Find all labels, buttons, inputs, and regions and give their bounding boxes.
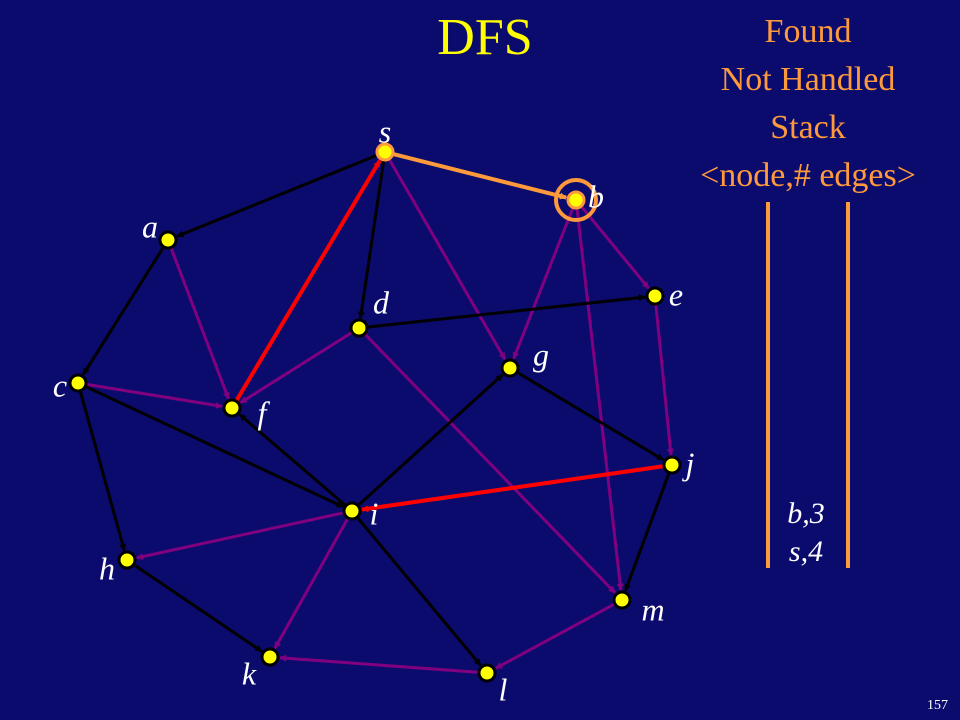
highlight-ring — [554, 178, 598, 222]
node-e: e — [645, 276, 683, 312]
edge-b-g — [512, 206, 575, 360]
node-label-c: c — [53, 367, 67, 403]
node-label-k: k — [242, 655, 257, 691]
edge-s-d — [357, 159, 386, 319]
node-s: s — [375, 113, 395, 162]
node-label-s: s — [379, 113, 391, 149]
node-label-b: b — [588, 178, 604, 214]
node-d: d — [349, 284, 390, 338]
node-label-h: h — [99, 550, 115, 586]
node-dot-m — [612, 590, 632, 610]
node-label-a: a — [142, 208, 158, 244]
page-number: 157 — [927, 698, 948, 713]
node-dot-l — [477, 663, 497, 683]
node-label-m: m — [641, 591, 664, 627]
edge-c-i — [84, 385, 344, 509]
slide-title: DFS — [437, 9, 533, 66]
edge-s-a — [176, 153, 379, 238]
edge-a-f — [169, 246, 230, 400]
node-dot-i — [342, 501, 362, 521]
node-j: j — [662, 445, 695, 481]
node-dot-j — [662, 455, 682, 475]
node-l: l — [477, 663, 508, 707]
node-label-l: l — [499, 671, 508, 707]
node-label-g: g — [533, 336, 549, 372]
node-dot-e — [645, 286, 665, 306]
node-g: g — [500, 336, 549, 378]
node-dot-s — [375, 142, 395, 162]
edge-d-m — [363, 332, 617, 594]
legend-not-handled: Not Handled — [720, 61, 896, 98]
node-dot-b — [566, 190, 586, 210]
node-k: k — [242, 647, 280, 691]
edge-m-l — [495, 602, 616, 670]
node-dot-d — [349, 318, 369, 338]
node-label-d: d — [373, 284, 390, 320]
node-b: b — [554, 178, 604, 222]
node-c: c — [53, 367, 88, 403]
nodes-layer: s a b c d e f g h i j k l m — [53, 113, 695, 707]
edge-i-h — [136, 511, 345, 560]
node-dot-h — [117, 550, 137, 570]
edge-i-f — [238, 413, 347, 507]
legend-node-edges: <node,# edges> — [700, 157, 916, 194]
legend-stack: Stack — [770, 109, 846, 146]
edge-b-m — [575, 207, 624, 591]
edge-d-e — [366, 294, 646, 329]
node-i: i — [342, 495, 379, 531]
edge-c-h — [78, 390, 127, 552]
edges-layer — [78, 152, 674, 674]
edge-c-f — [85, 382, 223, 409]
node-label-j: j — [682, 445, 695, 481]
edge-g-j — [516, 370, 665, 462]
node-dot-k — [260, 647, 280, 667]
edge-i-g — [356, 373, 504, 507]
edge-j-i — [361, 464, 665, 513]
node-dot-f — [222, 398, 242, 418]
edge-s-b — [392, 152, 567, 200]
stack-entry-1: b,3 — [787, 497, 825, 530]
edge-e-j — [654, 303, 674, 456]
legend-found: Found — [764, 13, 852, 50]
edge-d-f — [239, 330, 354, 404]
node-a: a — [142, 208, 178, 250]
node-label-i: i — [370, 495, 379, 531]
edge-h-k — [132, 563, 263, 653]
edge-b-e — [579, 205, 650, 290]
node-dot-a — [158, 230, 178, 250]
node-dot-g — [500, 358, 520, 378]
stack-entry-2: s,4 — [788, 535, 824, 568]
edge-l-k — [279, 654, 480, 674]
edge-s-g — [387, 158, 507, 361]
edge-a-c — [82, 245, 166, 376]
edge-j-m — [624, 471, 671, 592]
edge-i-l — [355, 516, 482, 667]
node-label-f: f — [258, 394, 271, 430]
node-m: m — [612, 590, 665, 627]
node-h: h — [99, 550, 137, 586]
node-label-e: e — [669, 276, 683, 312]
edge-i-k — [273, 517, 350, 650]
node-dot-c — [68, 373, 88, 393]
edge-f-s — [234, 159, 382, 403]
